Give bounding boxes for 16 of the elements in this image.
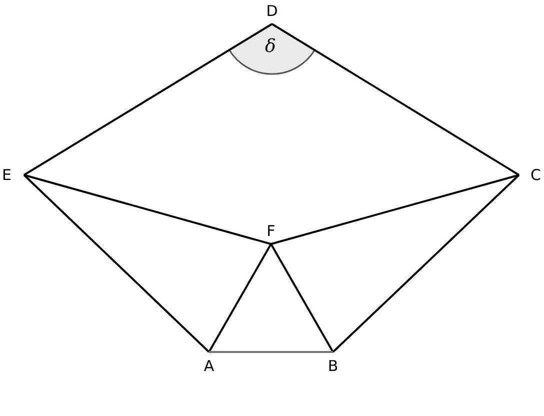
line-segment	[270, 174, 520, 245]
point-label: E	[2, 165, 24, 185]
point-label: A	[201, 352, 217, 374]
line-segment	[23, 174, 210, 353]
line-segment	[208, 244, 272, 352]
point-label: D	[264, 4, 280, 24]
line-segment	[270, 244, 334, 352]
angle-label: δ	[265, 36, 276, 57]
line-segment	[332, 174, 520, 353]
line-segment	[24, 174, 272, 245]
line-segment	[209, 351, 333, 353]
point-label: F	[263, 224, 279, 244]
line-segment	[271, 23, 520, 176]
point-label: C	[519, 165, 541, 185]
point-label: B	[325, 352, 341, 374]
line-segment	[23, 23, 273, 176]
